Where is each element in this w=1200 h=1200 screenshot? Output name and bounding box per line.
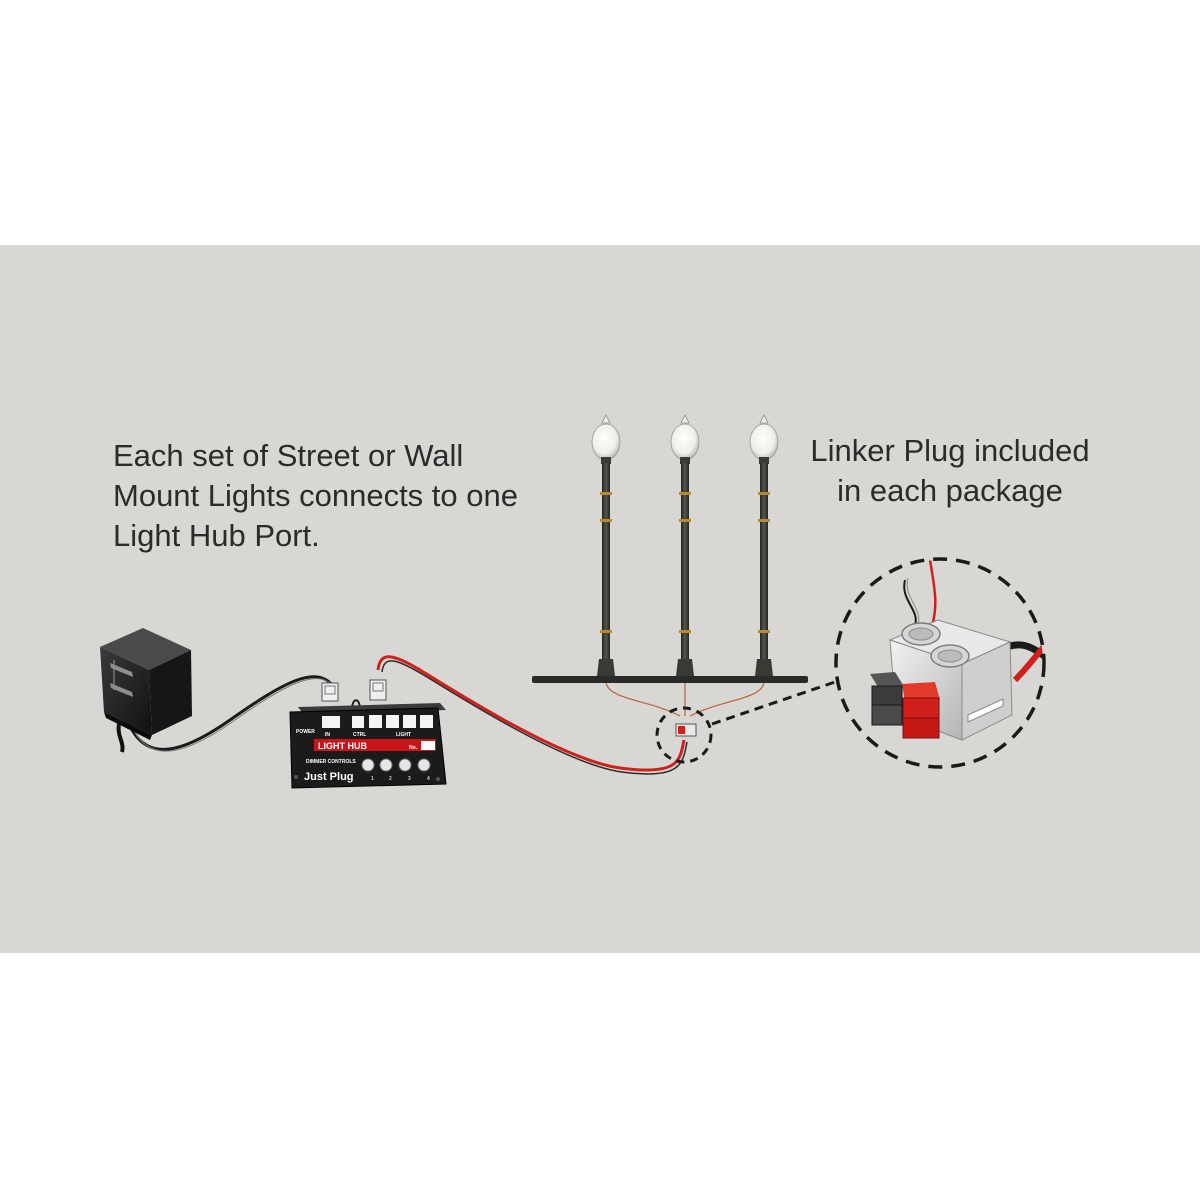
hub-light-label: LIGHT bbox=[396, 732, 411, 738]
hub-dimmer-knobs: 1 2 3 4 bbox=[361, 758, 431, 782]
street-lamp-set bbox=[532, 414, 808, 683]
hub-brand-logo: Just Plug bbox=[304, 771, 354, 783]
callout-leader-line bbox=[711, 679, 839, 726]
hub-no-label: No. bbox=[409, 745, 418, 751]
hub-ctrl-label: CTRL bbox=[353, 732, 366, 738]
hub-to-linker-wire-black bbox=[381, 660, 688, 775]
lamp-base-strip bbox=[532, 676, 808, 683]
lamp-lead-left bbox=[605, 682, 681, 717]
knob-number-1: 1 bbox=[371, 776, 374, 782]
hub-in-label: IN bbox=[325, 732, 330, 738]
hub-top-connectors bbox=[321, 679, 387, 717]
adapter-cable-gray bbox=[123, 678, 338, 752]
street-lamp-left bbox=[591, 414, 621, 676]
hub-title: LIGHT HUB bbox=[318, 741, 367, 751]
adapter-cable-black bbox=[120, 675, 337, 751]
hub-dimmer-label: DIMMER CONTROLS bbox=[306, 759, 356, 765]
lamp-lead-right bbox=[689, 682, 765, 717]
caption-linker-plug-info: Linker Plug included in each package bbox=[810, 433, 1090, 508]
caption-hub-port-info: Each set of Street or Wall Mount Lights … bbox=[113, 438, 518, 553]
linker-plug-small bbox=[675, 723, 697, 737]
callout-small-circle bbox=[655, 706, 713, 764]
knob-number-2: 2 bbox=[389, 776, 392, 782]
hub-to-linker-wire-red bbox=[376, 655, 686, 772]
wires bbox=[120, 655, 765, 775]
knob-number-4: 4 bbox=[427, 776, 430, 782]
hub-power-label: POWER bbox=[296, 729, 315, 735]
power-adapter bbox=[100, 628, 192, 753]
street-lamp-right bbox=[749, 414, 779, 676]
hub-title-banner bbox=[314, 739, 436, 751]
callout-zoom-circle bbox=[834, 557, 1046, 769]
light-hub: POWER IN CTRL LIGHT LIGHT HUB No. DIMMER… bbox=[289, 679, 447, 789]
knob-number-3: 3 bbox=[408, 776, 411, 782]
linker-plug-zoom bbox=[870, 560, 1043, 741]
street-lamp-center bbox=[670, 414, 700, 676]
diagram-background-panel bbox=[0, 245, 1200, 953]
